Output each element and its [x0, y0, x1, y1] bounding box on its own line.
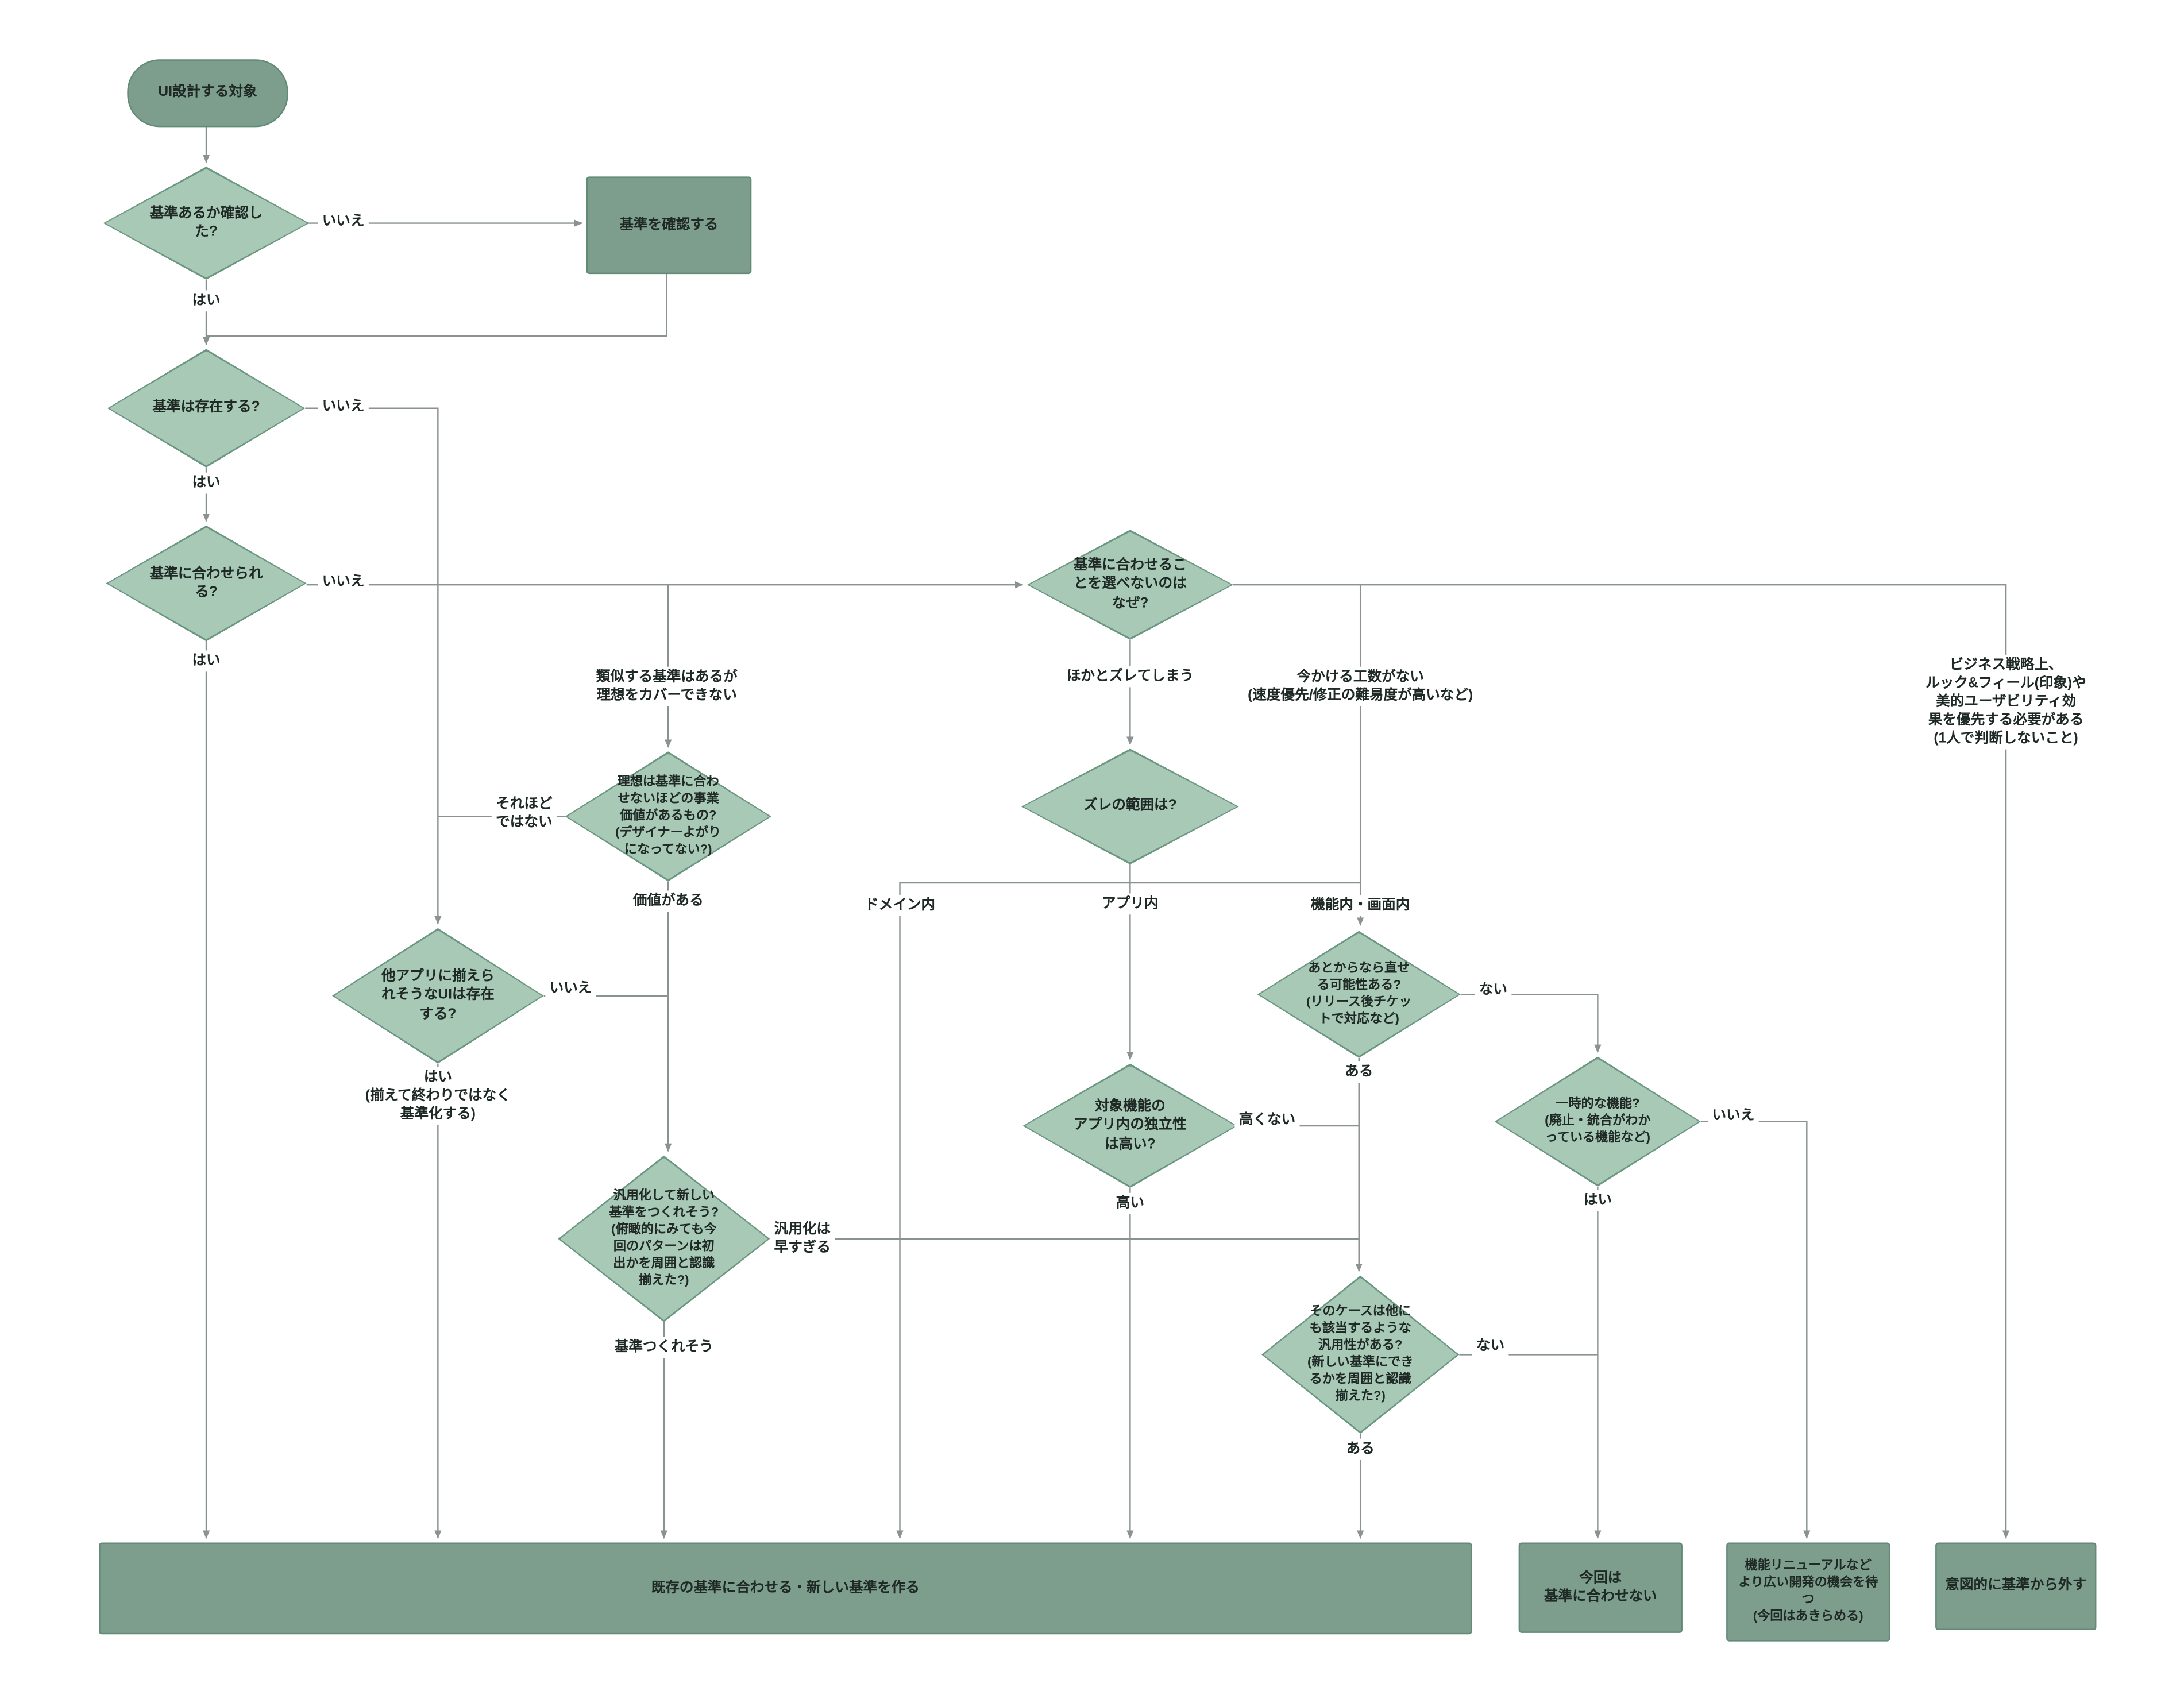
- node-check-standard-label: 基準を確認する: [619, 217, 719, 233]
- edge-label-domain: ドメイン内: [860, 894, 940, 916]
- node-q-exists: 基準は存在する?: [107, 349, 306, 468]
- edge-temp-no: [1700, 1121, 1811, 1539]
- node-q-can-align-label: 基準に合わせられ る?: [149, 566, 263, 601]
- node-q-why-not-label: 基準に合わせるこ とを選べないのは なぜ?: [1073, 558, 1187, 611]
- node-end-intentional-label: 意図的に基準から外す: [1945, 1578, 2087, 1594]
- node-q-exists-label: 基準は存在する?: [152, 400, 260, 416]
- node-start-label: UI設計する対象: [158, 85, 257, 101]
- node-start: UI設計する対象: [127, 59, 288, 128]
- edge-label-applicable-nai: ない: [1472, 1335, 1509, 1357]
- edge-label-not-much: それほど ではない: [491, 794, 557, 833]
- node-q-why-not: 基準に合わせるこ とを選べないのは なぜ?: [1027, 530, 1233, 640]
- node-q-temporary: 一時的な機能? (廃止・統合がわか っている機能など): [1494, 1056, 1701, 1187]
- edge-label-can-make: 基準つくれそう: [610, 1337, 718, 1358]
- node-end-wait: 機能リニューアルなど より広い開発の機会を待つ (今回はあきらめる): [1726, 1542, 1890, 1642]
- edge-label-not-high: 高くない: [1234, 1109, 1300, 1131]
- node-q-applicable-label: そのケースは他に も該当するような 汎用性がある? (新しい基準にでき るかを周…: [1307, 1304, 1414, 1403]
- node-q-zure-scope: ズレの範囲は?: [1021, 748, 1239, 865]
- edge-fixlater-nai: [1460, 994, 1602, 1053]
- edge-exists-no: [305, 407, 442, 925]
- node-end-wait-label: 機能リニューアルなど より広い開発の機会を待つ (今回はあきらめる): [1738, 1558, 1878, 1623]
- node-q-value: 理想は基準に合わ せないほどの事業 価値があるもの? (デザイナーよがり になっ…: [565, 751, 771, 882]
- node-end-not-this-time: 今回は 基準に合わせない: [1518, 1542, 1683, 1633]
- node-q-independent: 対象機能の アプリ内の独立性 は高い?: [1022, 1063, 1238, 1188]
- edge-label-has-value: 価値がある: [628, 890, 708, 912]
- node-q-temporary-label: 一時的な機能? (廃止・統合がわか っている機能など): [1545, 1096, 1651, 1144]
- node-q-applicable: そのケースは他に も該当するような 汎用性がある? (新しい基準にでき るかを周…: [1261, 1275, 1460, 1434]
- edge-label-fixlater-nai: ない: [1475, 979, 1512, 1001]
- edge-label-high: 高い: [1112, 1192, 1149, 1214]
- edge-checkstd-return: [206, 271, 667, 337]
- node-end-not-this-time-label: 今回は 基準に合わせない: [1544, 1570, 1657, 1605]
- edge-label-too-early: 汎用化は 早すぎる: [770, 1219, 835, 1259]
- edge-label-exists-yes: はい: [188, 472, 225, 494]
- node-q-value-label: 理想は基準に合わ せないほどの事業 価値があるもの? (デザイナーよがり になっ…: [615, 774, 721, 856]
- edge-label-feature: 機能内・画面内: [1306, 894, 1414, 916]
- node-q-zure-scope-label: ズレの範囲は?: [1083, 798, 1177, 814]
- node-q-other-app-label: 他アプリに揃えら れそうなUIは存在 する?: [381, 969, 495, 1022]
- edge-label-reason-business: ビジネス戦略上、 ルック&フィール(印象)や美的ユーザビリティ効 果を優先する必…: [1917, 654, 2095, 750]
- node-check-standard: 基準を確認する: [586, 176, 752, 275]
- node-q-fix-later-label: あとからなら直せ る可能性ある? (リリース後チケッ トで対応など): [1306, 960, 1412, 1026]
- node-q-other-app: 他アプリに揃えら れそうなUIは存在 する?: [331, 928, 544, 1064]
- edge-label-checked-no: いいえ: [318, 211, 369, 233]
- edge-label-reason-similar: 類似する基準はあるが 理想をカバーできない: [592, 666, 742, 706]
- node-q-generalize-label: 汎用化して新しい 基準をつくれそう? (俯瞰的にみても今 回のパターンは初 出か…: [609, 1188, 719, 1287]
- node-end-align-label: 既存の基準に合わせる・新しい基準を作る: [651, 1580, 920, 1596]
- edge-why-business: [1233, 584, 2010, 1539]
- node-q-can-align: 基準に合わせられ る?: [106, 525, 307, 642]
- node-end-align: 既存の基準に合わせる・新しい基準を作る: [99, 1542, 1472, 1635]
- edge-label-align-no: いいえ: [318, 571, 369, 593]
- edge-label-align-yes: はい: [188, 650, 225, 672]
- edge-label-applicable-aru: ある: [1342, 1438, 1379, 1460]
- node-q-checked: 基準あるか確認し た?: [103, 167, 310, 280]
- edge-label-temp-no: いいえ: [1708, 1105, 1759, 1127]
- edge-zure-domain: [896, 882, 1130, 1539]
- edge-label-checked-yes: はい: [188, 290, 225, 312]
- node-q-checked-label: 基準あるか確認し た?: [149, 206, 263, 241]
- node-end-intentional: 意図的に基準から外す: [1935, 1542, 2097, 1630]
- edge-label-reason-cost: 今かける工数がない (速度優先/修正の難易度が高いなど): [1243, 666, 1477, 706]
- edge-label-reason-zure: ほかとズレてしまう: [1062, 666, 1198, 688]
- edge-label-temp-yes: はい: [1579, 1190, 1616, 1211]
- edge-label-otherapp-no: いいえ: [545, 978, 596, 999]
- node-q-fix-later: あとからなら直せ る可能性ある? (リリース後チケッ トで対応など): [1257, 931, 1461, 1058]
- edge-label-app: アプリ内: [1097, 893, 1163, 915]
- edge-label-otherapp-yes: はい (揃えて終わりではなく 基準化する): [361, 1067, 515, 1125]
- edge-label-fixlater-aru: ある: [1340, 1061, 1377, 1083]
- node-q-independent-label: 対象機能の アプリ内の独立性 は高い?: [1073, 1099, 1187, 1152]
- node-q-generalize: 汎用化して新しい 基準をつくれそう? (俯瞰的にみても今 回のパターンは初 出か…: [558, 1155, 770, 1322]
- edge-label-exists-no: いいえ: [318, 396, 369, 418]
